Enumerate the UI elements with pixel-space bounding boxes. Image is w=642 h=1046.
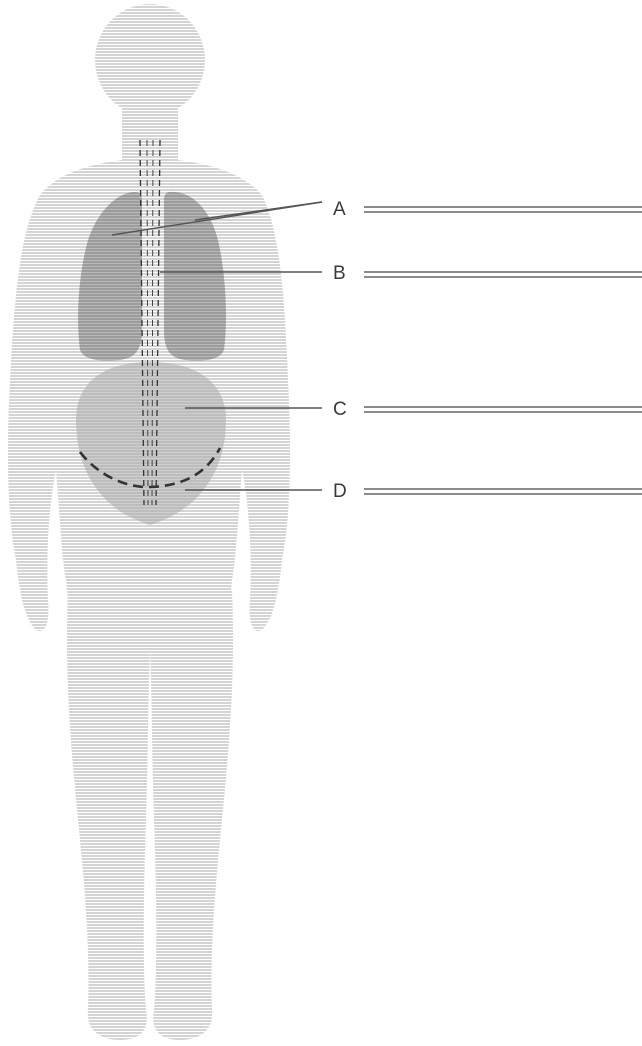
answer-line-c[interactable] bbox=[364, 407, 642, 412]
label-c: C bbox=[333, 399, 347, 420]
head bbox=[95, 4, 205, 116]
label-b: B bbox=[333, 263, 346, 284]
label-a: A bbox=[333, 199, 346, 220]
answer-line-b[interactable] bbox=[364, 272, 642, 277]
answer-line-d[interactable] bbox=[364, 489, 642, 494]
answer-lines bbox=[364, 207, 642, 494]
answer-line-a[interactable] bbox=[364, 207, 642, 212]
label-d: D bbox=[333, 481, 347, 502]
neck bbox=[122, 105, 178, 165]
legs bbox=[67, 590, 233, 1040]
